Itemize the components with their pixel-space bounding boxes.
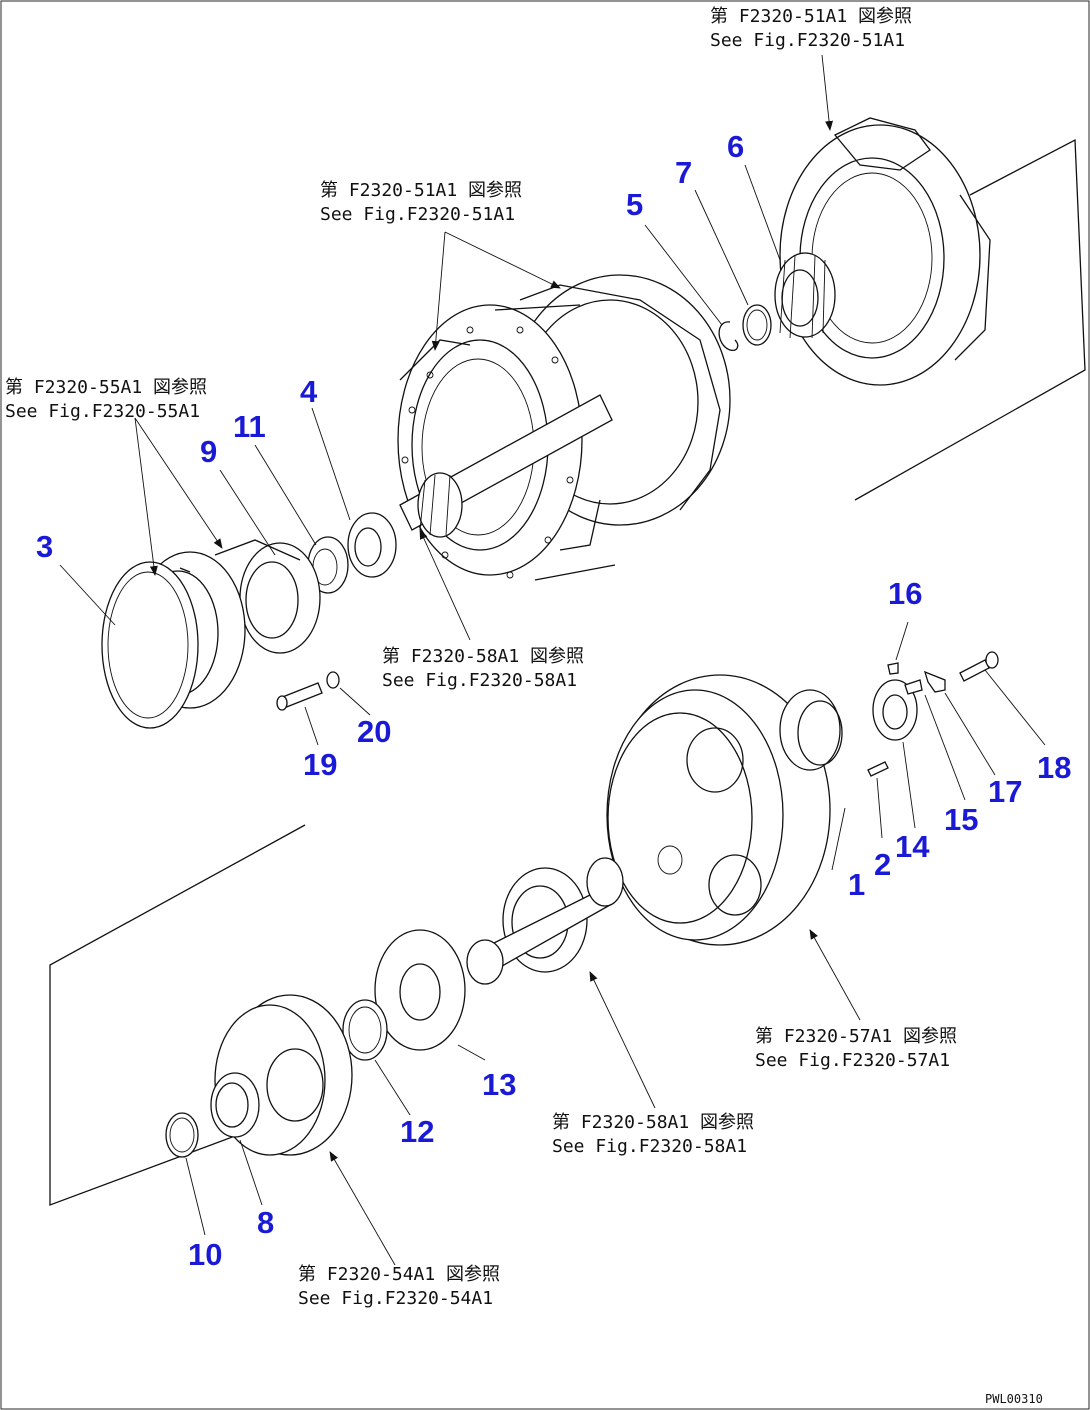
part-number-10: 10 [188,1237,222,1272]
part-number-13: 13 [482,1067,516,1102]
part-number-17: 17 [988,774,1022,809]
reference-en: See Fig.F2320-58A1 [382,670,577,691]
part-3-retainer [101,551,246,729]
reference-en: See Fig.F2320-55A1 [5,401,200,422]
part-1-carrier-housing [606,674,843,946]
part-17-lock [923,670,946,693]
part-number-15: 15 [944,802,978,837]
part-20-washer [326,671,340,689]
reference-jp: 第 F2320-54A1 図参照 [298,1264,500,1285]
reference-shaft: 第 F2320-58A1 図参照 See Fig.F2320-58A1 [382,646,584,691]
part-15-plate [904,679,923,695]
part-14-nut [872,679,918,741]
part-number-1: 1 [848,867,865,902]
group-boundary-lines [49,138,1086,1206]
part-number-7: 7 [675,155,692,190]
part-number-8: 8 [257,1205,274,1240]
shaft-assembly [399,394,613,538]
reference-jp: 第 F2320-55A1 図参照 [5,377,207,398]
reference-ring-gear: 第 F2320-54A1 図参照 See Fig.F2320-54A1 [298,1264,500,1309]
part-13-washer [374,929,466,1051]
part-number-14: 14 [895,829,930,864]
figure-code: PWL00310 [985,1392,1043,1406]
part-number-2: 2 [874,847,891,882]
part-number-5: 5 [626,187,643,222]
part-number-6: 6 [727,129,744,164]
part-number-12: 12 [400,1114,434,1149]
part-number-16: 16 [888,576,922,611]
reference-jp: 第 F2320-58A1 図参照 [382,646,584,667]
part-2-pin [867,761,889,777]
part-number-9: 9 [200,434,217,469]
reference-carrier: 第 F2320-57A1 図参照 See Fig.F2320-57A1 [755,1026,957,1071]
part-10-ring [165,1112,199,1158]
reference-en: See Fig.F2320-58A1 [552,1136,747,1157]
part-8-bearing [210,1072,260,1138]
part-number-18: 18 [1037,750,1071,785]
reference-gear-shaft: 第 F2320-58A1 図参照 See Fig.F2320-58A1 [552,1112,754,1157]
part-5-ring [718,321,739,351]
reference-jp: 第 F2320-57A1 図参照 [755,1026,957,1047]
leader-lines [59,164,1046,1236]
reference-en: See Fig.F2320-51A1 [710,30,905,51]
part-number-3: 3 [36,529,53,564]
part-7-ring [742,304,772,346]
part-18-bolt [959,651,999,682]
reference-en: See Fig.F2320-51A1 [320,204,515,225]
part-number-4: 4 [300,374,318,409]
part-number-19: 19 [303,747,337,782]
reference-center-housing: 第 F2320-51A1 図参照 See Fig.F2320-51A1 [320,180,522,225]
reference-en: See Fig.F2320-54A1 [298,1288,493,1309]
gear-shaft [466,857,624,985]
reference-top-right: 第 F2320-51A1 図参照 See Fig.F2320-51A1 [710,6,912,51]
part-19-bolt [276,682,323,711]
part-16-pin [887,662,899,675]
reference-jp: 第 F2320-58A1 図参照 [552,1112,754,1133]
part-4-bearing [347,512,397,578]
part-number-11: 11 [233,409,266,444]
part-6-upper-housing [774,117,991,386]
part-number-20: 20 [357,714,391,749]
reference-jp: 第 F2320-51A1 図参照 [710,6,912,27]
part-numbers: 1 2 3 4 5 6 7 8 9 10 11 12 13 14 15 16 1… [36,129,1071,1272]
part-12-ring [342,999,388,1061]
reference-en: See Fig.F2320-57A1 [755,1050,950,1071]
reference-left: 第 F2320-55A1 図参照 See Fig.F2320-55A1 [5,377,207,422]
reference-jp: 第 F2320-51A1 図参照 [320,180,522,201]
reference-arrows [134,54,861,1266]
